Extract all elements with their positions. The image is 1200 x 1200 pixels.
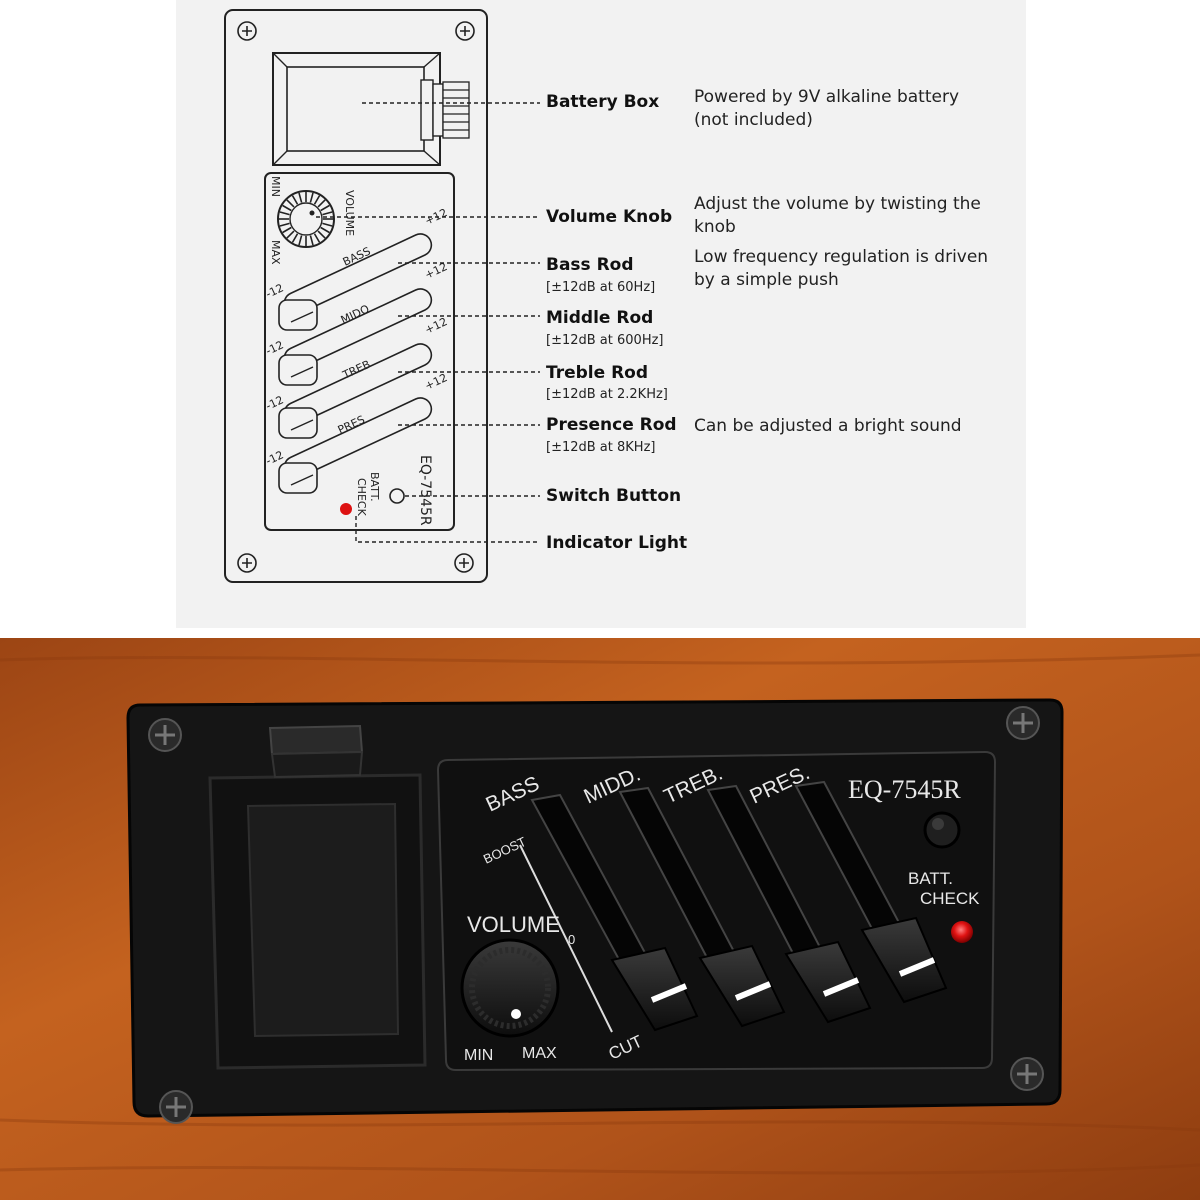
slider-knob-bass [278, 299, 318, 331]
diagram-volume-label: VOLUME [343, 190, 356, 236]
slider-knob-mark [290, 474, 314, 486]
photo-volume-label: VOLUME [467, 912, 560, 937]
battery-description: Powered by 9V alkaline battery (not incl… [694, 86, 1004, 132]
diagram-indicator-light [340, 503, 352, 515]
diagram-max-label: MAX [269, 240, 282, 265]
screw-icon [454, 553, 474, 573]
volume-knob-drawing [277, 190, 335, 248]
treble-rod-range: [±12dB at 2.2KHz] [546, 387, 668, 402]
diagram-model-label: EQ-7545R [417, 455, 433, 526]
battery-box-label: Battery Box [546, 92, 660, 112]
diagram-outer-plate [224, 9, 488, 583]
diagram-plus12: +12 [423, 315, 450, 337]
diagram-plus12: +12 [423, 371, 450, 393]
diagram-control-panel [264, 172, 455, 531]
diagram-treb-label: TREB [340, 358, 373, 382]
screw-icon [148, 718, 182, 752]
photo-zero-label: 0 [568, 932, 575, 947]
volume-description: Adjust the volume by twisting the knob [694, 194, 981, 237]
photo-indicator-light [951, 921, 973, 943]
diagram-mid-label: MIDO [339, 302, 372, 327]
photo-batt-label: BATT. [908, 869, 953, 888]
diagram-check-label: CHECK [355, 478, 368, 517]
middle-rod-label: Middle Rod [546, 308, 654, 328]
screw-icon [237, 21, 257, 41]
eq-diagram: MIN MAX VOLUME BASS MIDO TREB PRES +12 +… [224, 9, 540, 583]
screw-icon [159, 1090, 193, 1124]
slider-knob-mark [290, 311, 314, 323]
bass-rod-range: [±12dB at 60Hz] [546, 280, 656, 295]
photo-slider-knob-pres [860, 916, 948, 1004]
battery-box-drawing [272, 52, 470, 166]
photo-check-label: CHECK [920, 889, 980, 908]
slider-knob-treb [278, 407, 318, 439]
slider-knob-pres [278, 462, 318, 494]
diagram-minus12: -12 [264, 338, 286, 357]
switch-button-label: Switch Button [546, 486, 682, 506]
photo-volume-knob [460, 938, 560, 1038]
photo-min-label: MIN [464, 1047, 493, 1064]
slider-knob-mark [290, 419, 314, 431]
slider-knob-mid [278, 354, 318, 386]
diagram-minus12: -12 [264, 281, 286, 300]
screw-icon [1006, 706, 1040, 740]
photo-battery-latch [268, 724, 364, 756]
photo-slider-knob-bass [610, 946, 699, 1032]
volume-knob-label: Volume Knob [546, 207, 673, 227]
photo-model-label: EQ-7545R [848, 775, 961, 804]
presence-description: Can be adjusted a bright sound [694, 416, 962, 436]
presence-rod-range: [±12dB at 8KHz] [546, 440, 656, 455]
battery-description-line: Powered by 9V alkaline battery [694, 87, 960, 107]
photo-max-label: MAX [522, 1045, 557, 1062]
leader-lines [316, 102, 540, 543]
screw-icon [1010, 1057, 1044, 1091]
treble-rod-label: Treble Rod [546, 363, 649, 383]
diagram-bass-label: BASS [341, 245, 373, 269]
diagram-min-label: MIN [269, 176, 282, 197]
diagram-pres-label: PRES [336, 413, 367, 437]
photo-slider-knob-mid [698, 944, 786, 1028]
battery-description-line: (not included) [694, 110, 813, 130]
middle-rod-range: [±12dB at 600Hz] [546, 333, 664, 348]
photo-switch-button [923, 811, 961, 849]
diagram-switch-button [389, 488, 405, 504]
slider-knob-mark [290, 366, 314, 378]
screw-icon [237, 553, 257, 573]
screw-icon [455, 21, 475, 41]
presence-rod-label: Presence Rod [546, 415, 677, 435]
indicator-light-label: Indicator Light [546, 533, 688, 553]
bass-description: Low frequency regulation is driven by a … [694, 247, 989, 290]
eq-photo: BASS MIDD. TREB. PRES. EQ-7545R BOOST 0 … [0, 638, 1200, 1200]
bass-rod-label: Bass Rod [546, 255, 634, 275]
photo-slider-knob-treb [784, 940, 872, 1024]
photo-boost-cut-line [519, 844, 613, 1033]
diagram-batt-label: BATT. [368, 472, 381, 502]
